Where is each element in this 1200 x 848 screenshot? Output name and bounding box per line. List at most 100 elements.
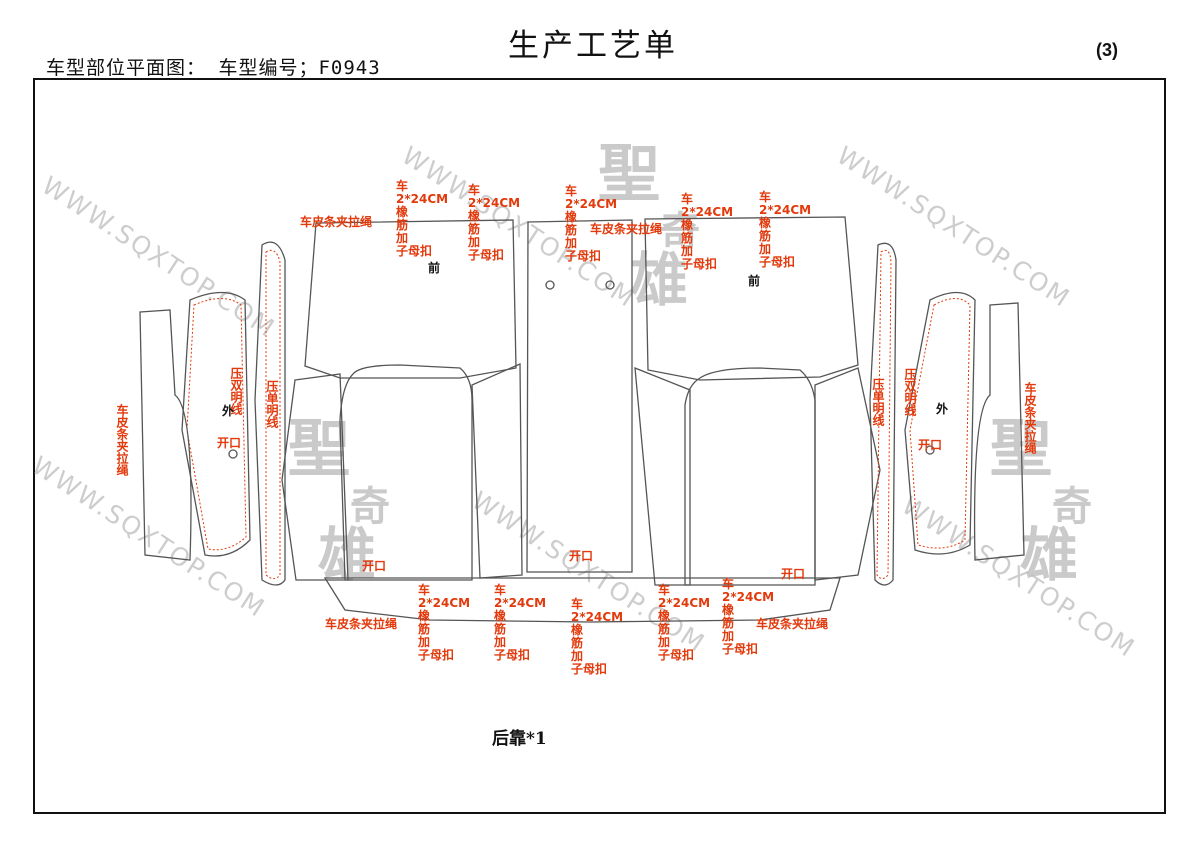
svg-text:压双明线: 压双明线	[903, 368, 917, 417]
svg-text:筋: 筋	[657, 621, 670, 636]
black-labels: 前 前 外 外	[222, 260, 948, 418]
right-side-flap	[973, 302, 1025, 561]
svg-text:加: 加	[680, 243, 693, 258]
watermark-seal: 奇	[1052, 483, 1092, 530]
callout-rubber-8: 车 2*24CM 橡 筋 加 子母扣	[570, 596, 623, 676]
label-strap-cord: 车皮条夹拉绳	[590, 221, 662, 236]
label-strap-cord-right: 车皮条夹拉绳	[1023, 381, 1037, 454]
svg-text:筋: 筋	[680, 230, 693, 245]
svg-text:2*24CM: 2*24CM	[681, 205, 733, 219]
svg-text:加: 加	[758, 241, 771, 256]
side-wing-left-outer	[471, 363, 523, 579]
svg-text:压双明线: 压双明线	[229, 367, 243, 416]
label-front: 前	[748, 273, 760, 288]
page-number: (3)	[1096, 40, 1118, 60]
svg-text:压单明线: 压单明线	[871, 378, 885, 427]
label-opening: 开口	[781, 567, 805, 581]
svg-text:车: 车	[722, 576, 734, 591]
callout-rubber-2: 车 2*24CM 橡 筋 加 子母扣	[467, 182, 520, 262]
svg-text:压单明线: 压单明线	[265, 380, 279, 429]
left-side-flap	[139, 309, 192, 561]
drawing-frame	[33, 78, 1166, 814]
left-bolster	[254, 241, 286, 586]
callout-rubber-5: 车 2*24CM 橡 筋 加 子母扣	[758, 189, 811, 269]
label-double-stitch-right: 压双明线	[903, 368, 917, 417]
callout-rubber-6: 车 2*24CM 橡 筋 加 子母扣	[417, 582, 470, 662]
annotations: 车皮条夹拉绳 车皮条夹拉绳 车皮条夹拉绳 车皮条夹拉绳 车 2*24CM 橡 筋…	[217, 178, 942, 676]
svg-text:加: 加	[721, 628, 734, 643]
callout-rubber-3: 车 2*24CM 橡 筋 加 子母扣	[564, 183, 617, 263]
svg-text:橡: 橡	[494, 608, 507, 623]
back-panel-left	[304, 219, 517, 379]
svg-text:2*24CM: 2*24CM	[418, 596, 470, 610]
svg-text:橡: 橡	[396, 204, 409, 219]
svg-text:筋: 筋	[395, 217, 408, 232]
svg-text:2*24CM: 2*24CM	[396, 192, 448, 206]
svg-text:筋: 筋	[758, 228, 771, 243]
label-opening: 开口	[918, 438, 942, 452]
svg-text:筋: 筋	[493, 621, 506, 636]
svg-text:加: 加	[417, 634, 430, 649]
label-strap-cord: 车皮条夹拉绳	[756, 616, 828, 631]
label-strap-cord: 车皮条夹拉绳	[300, 214, 372, 229]
svg-text:车: 车	[468, 182, 480, 197]
svg-text:2*24CM: 2*24CM	[494, 596, 546, 610]
svg-text:车: 车	[571, 596, 583, 611]
watermark-seal: 雄	[630, 246, 688, 314]
side-wing-right-inner	[634, 367, 691, 586]
watermark-url: WWW.SQXTOP.COM	[897, 491, 1141, 664]
svg-text:橡: 橡	[759, 215, 772, 230]
svg-text:车: 车	[759, 189, 771, 204]
document-title: 生产工艺单	[508, 28, 678, 64]
left-wing-panel	[181, 291, 251, 557]
callout-rubber-10: 车 2*24CM 橡 筋 加 子母扣	[721, 576, 774, 656]
pattern-pieces	[139, 216, 1025, 623]
label-double-stitch-left: 压双明线	[229, 367, 243, 416]
svg-text:筋: 筋	[564, 222, 577, 237]
svg-text:加: 加	[493, 634, 506, 649]
label-opening: 开口	[569, 549, 593, 563]
label-opening: 开口	[362, 559, 386, 573]
label-front: 前	[428, 260, 440, 275]
svg-text:子母扣: 子母扣	[759, 254, 795, 269]
watermark-url: WWW.SQXTOP.COM	[37, 171, 281, 344]
svg-text:2*24CM: 2*24CM	[722, 590, 774, 604]
svg-text:橡: 橡	[571, 622, 584, 637]
svg-text:子母扣: 子母扣	[681, 256, 717, 271]
callout-rubber-7: 车 2*24CM 橡 筋 加 子母扣	[493, 582, 546, 662]
callout-rubber-4: 车 2*24CM 橡 筋 加 子母扣	[680, 191, 733, 271]
watermark-url: WWW.SQXTOP.COM	[27, 451, 271, 624]
watermark-seal: 雄	[1020, 521, 1078, 589]
svg-text:车: 车	[494, 582, 506, 597]
right-bolster	[869, 242, 897, 586]
svg-text:筋: 筋	[570, 635, 583, 650]
svg-text:子母扣: 子母扣	[418, 647, 454, 662]
watermark-seal: 聖	[598, 137, 660, 210]
svg-text:车: 车	[396, 178, 408, 193]
svg-text:筋: 筋	[721, 615, 734, 630]
svg-text:橡: 橡	[565, 209, 578, 224]
svg-text:筋: 筋	[417, 621, 430, 636]
svg-text:橡: 橡	[722, 602, 735, 617]
side-wing-right-outer	[814, 367, 881, 581]
svg-text:橡: 橡	[468, 208, 481, 223]
svg-text:子母扣: 子母扣	[722, 641, 758, 656]
label-strap-cord: 车皮条夹拉绳	[325, 616, 397, 631]
part-quantity-label: 后靠*1	[492, 729, 547, 749]
svg-text:筋: 筋	[467, 221, 480, 236]
svg-text:子母扣: 子母扣	[396, 243, 432, 258]
watermark-layer: WWW.SQXTOP.COM WWW.SQXTOP.COM WWW.SQXTOP…	[27, 137, 1141, 663]
svg-text:子母扣: 子母扣	[658, 647, 694, 662]
side-wing-left-inner	[281, 373, 349, 581]
back-panel-right	[644, 216, 859, 381]
svg-text:加: 加	[564, 235, 577, 250]
model-info: 车型部位平面图： 车型编号；F0943	[46, 57, 381, 79]
svg-text:2*24CM: 2*24CM	[565, 197, 617, 211]
bottom-strip	[323, 577, 841, 623]
svg-text:车: 车	[418, 582, 430, 597]
svg-text:子母扣: 子母扣	[494, 647, 530, 662]
svg-text:橡: 橡	[658, 608, 671, 623]
label-strap-cord-left: 车皮条夹拉绳	[115, 403, 129, 476]
label-single-stitch-right: 压单明线	[871, 378, 885, 427]
